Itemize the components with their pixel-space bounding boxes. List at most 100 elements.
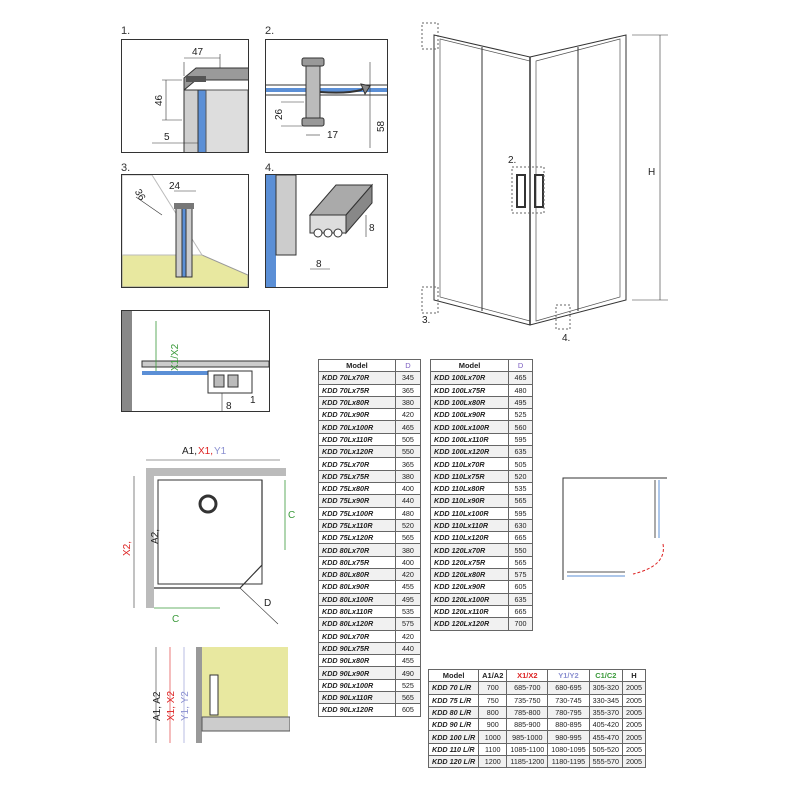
table-cell: 455-470	[588, 730, 624, 744]
dim-26: 26	[274, 108, 285, 120]
table-cell: KDD 70Lx110R	[318, 432, 396, 447]
table-cell: KDD 90Lx110R	[318, 691, 396, 705]
table-cell: KDD 80Lx100R	[318, 592, 396, 606]
table-cell: 490	[394, 666, 422, 680]
plan-c-right: C	[288, 510, 295, 521]
table-header: X1/X2	[506, 668, 549, 683]
table-cell: 355-370	[588, 705, 624, 720]
table-cell: 455	[394, 580, 422, 594]
table-cell: 595	[508, 432, 533, 447]
table-cell: KDD 90Lx120R	[318, 703, 396, 717]
profile-y: Y1, Y2	[180, 691, 191, 721]
table-cell: 365	[394, 383, 422, 397]
table-cell: KDD 75Lx110R	[318, 518, 396, 533]
table-cell: 1180-1195	[547, 755, 590, 769]
table-cell: 605	[508, 580, 533, 594]
profile-x: X1, X2	[166, 691, 177, 721]
table-cell: KDD 100Lx120R	[429, 445, 510, 459]
table-cell: KDD 70Lx120R	[318, 445, 396, 459]
dim-8b: 8	[316, 259, 322, 270]
table-cell: 2005	[622, 681, 647, 695]
sliding-detail-drawing: X1/X2 8 1	[122, 311, 269, 411]
table-header: C1/C2	[588, 668, 624, 683]
plan-view: A1, X1, Y1 A2, X2, Y2 C C D	[98, 440, 300, 640]
table-cell: 680-695	[547, 681, 590, 695]
table-cell: KDD 90Lx100R	[318, 678, 396, 693]
table-cell: KDD 110Lx100R	[429, 506, 510, 520]
table-cell: KDD 100Lx80R	[429, 395, 510, 410]
detail-label-4: 4.	[265, 162, 275, 174]
table-cell: 665	[508, 531, 533, 545]
table-cell: KDD 110Lx75R	[429, 469, 510, 483]
table-cell: 535	[394, 604, 422, 619]
plan-c-bottom: C	[172, 614, 179, 625]
table-cell: 440	[394, 641, 422, 656]
table-cell: 520	[508, 469, 533, 483]
table-cell: 440	[394, 494, 422, 508]
plan-x1: X1,	[198, 446, 213, 457]
table-cell: 565	[394, 691, 422, 705]
elev-label-2: 2.	[508, 155, 516, 166]
table-cell: KDD 120 L/R	[427, 755, 480, 769]
profile-a: A1, A2	[152, 691, 163, 721]
table-header: Model	[318, 358, 396, 373]
plan-drawing: A1, X1, Y1 A2, X2, Y2 C C D	[98, 446, 295, 625]
table-cell: 380	[394, 395, 422, 410]
table-cell: KDD 120Lx70R	[429, 543, 510, 557]
table-cell: KDD 110Lx90R	[429, 494, 510, 508]
table-cell: 575	[508, 568, 533, 582]
table-cell: 420	[394, 408, 422, 422]
table-cell: KDD 120Lx80R	[429, 568, 510, 582]
table-cell: KDD 70Lx75R	[318, 383, 396, 397]
table-cell: KDD 120Lx75R	[429, 555, 510, 570]
table-cell: KDD 70Lx80R	[318, 395, 396, 410]
table-cell: 525	[508, 408, 533, 422]
dim-36: 36	[132, 188, 147, 204]
table-cell: KDD 80Lx90R	[318, 580, 396, 594]
table-cell: 885-900	[506, 718, 549, 732]
side-dim-1: 1	[250, 395, 256, 406]
dim-8a: 8	[369, 223, 375, 234]
table-cell: KDD 70Lx90R	[318, 408, 396, 422]
table-cell: 980-995	[547, 730, 590, 744]
side-label-x: X1/X2	[170, 343, 181, 371]
table-cell: 480	[394, 506, 422, 520]
table-cell: 1200	[478, 755, 508, 769]
table-cell: 365	[394, 457, 422, 471]
table-cell: KDD 90 L/R	[427, 718, 480, 732]
dim-5: 5	[164, 132, 170, 143]
table-cell: 2005	[622, 718, 647, 732]
table-cell: 550	[508, 543, 533, 557]
profile-drawing: A1, A2 X1, X2 Y1, Y2	[152, 647, 291, 743]
detail-sliding-panel: X1/X2 8 1	[121, 310, 270, 412]
table-cell: 305-320	[588, 681, 624, 695]
corner-detail	[555, 470, 675, 590]
table-cell: 400	[394, 555, 422, 570]
table-cell: 735-750	[506, 693, 549, 707]
table-cell: KDD 70 L/R	[427, 681, 480, 695]
table-cell: KDD 90Lx90R	[318, 666, 396, 680]
table-cell: 900	[478, 718, 508, 732]
